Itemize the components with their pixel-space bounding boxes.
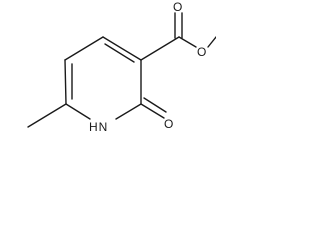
bond-c4-c3-inner [104, 43, 135, 63]
atom-carbonyl-oxygen: O [173, 0, 182, 14]
bond-c4-c3 [102, 36, 142, 61]
bond-c6-methyl [27, 103, 67, 128]
bond-ester-c-o-single [178, 36, 197, 48]
bond-c5-c6 [64, 59, 67, 105]
bond-c2-n1 [115, 103, 142, 120]
bond-c2-o-second [143, 97, 167, 113]
bond-c2-o [140, 103, 165, 119]
molecule-structure: O O H N O [0, 0, 216, 148]
atom-ring-carbonyl-oxygen: O [164, 117, 173, 131]
atom-ester-oxygen: O [197, 45, 206, 59]
structure-diagram: O O H N O [27, 0, 216, 134]
bond-c3-ester-c [140, 36, 180, 61]
atom-ring-nitrogen: H N [89, 120, 107, 134]
bond-c5-c4 [64, 36, 104, 61]
bond-ester-o-methyl [207, 36, 216, 48]
bond-n1-c6 [65, 103, 91, 120]
